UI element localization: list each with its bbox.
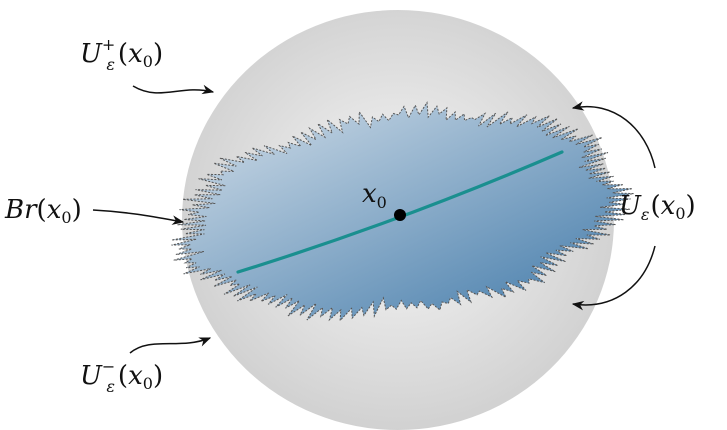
label-u-eps-main: U: [619, 191, 642, 221]
label-u-plus-open: (: [118, 39, 128, 69]
label-u-minus-sub: ε: [106, 377, 115, 396]
arrow-u-minus: [129, 337, 212, 354]
label-u-eps-close: ): [686, 191, 696, 221]
label-br: Br(x0): [4, 195, 82, 227]
label-u-plus-main: U: [80, 39, 103, 69]
label-u-plus-arg-sub: 0: [143, 52, 153, 71]
label-br-arg: x: [47, 195, 62, 225]
center-point: [394, 209, 406, 221]
label-center-x0: x0: [362, 179, 387, 212]
label-u-minus-open: (: [118, 361, 128, 391]
label-u-eps-arg: x: [661, 191, 676, 221]
arrow-u-plus: [132, 84, 215, 95]
label-br-main: Br: [4, 195, 38, 225]
label-center-main: x: [362, 179, 377, 209]
label-u-eps-sub: ε: [641, 205, 650, 224]
label-center-sub: 0: [377, 193, 387, 212]
label-u-plus-sub: ε: [106, 55, 115, 74]
label-u-minus-arg: x: [128, 361, 143, 391]
label-u-eps-open: (: [651, 191, 661, 221]
label-u-eps-minus: U−ε(x0): [80, 357, 163, 396]
arrow-u-eps-lower: [571, 245, 656, 311]
label-br-open: (: [37, 195, 47, 225]
label-br-arg-sub: 0: [61, 208, 71, 227]
label-u-eps-plus: U+ε(x0): [80, 35, 163, 74]
label-u-plus-close: ): [153, 39, 163, 69]
label-u-eps-arg-sub: 0: [675, 204, 685, 223]
label-u-plus-sup: +: [102, 35, 115, 54]
label-u-minus-main: U: [80, 361, 103, 391]
label-u-minus-close: ): [153, 361, 163, 391]
arrow-br: [92, 209, 185, 225]
label-u-minus-arg-sub: 0: [143, 374, 153, 393]
label-u-plus-arg: x: [128, 39, 143, 69]
arrow-u-eps-upper: [571, 101, 656, 169]
label-br-close: ): [72, 195, 82, 225]
label-u-minus-sup: −: [102, 357, 115, 376]
label-u-eps: Uε(x0): [619, 191, 696, 224]
